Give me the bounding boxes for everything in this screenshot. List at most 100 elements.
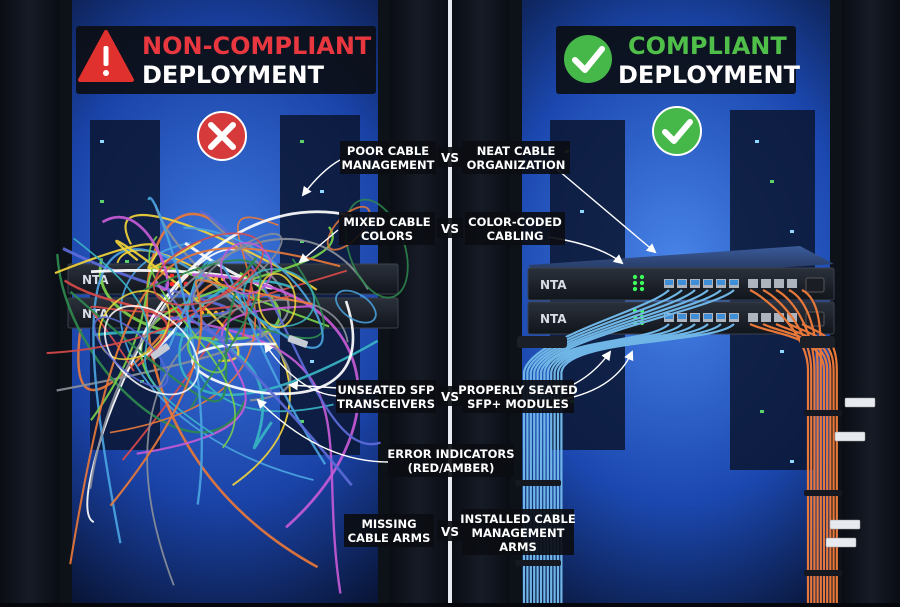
blue-fiber-cable [526, 289, 683, 603]
ok-led [632, 280, 638, 286]
cable-management-arms [517, 336, 835, 348]
blue-fiber-cable [553, 323, 709, 603]
comparison-mixed-colors: MIXED CABLE COLORS VS COLOR-CODED CABLIN… [339, 212, 565, 245]
sfp-module [678, 280, 686, 285]
ok-led [632, 274, 638, 280]
tangled-cable-loop [335, 289, 377, 324]
label-mixed-colors-2: COLORS [361, 229, 413, 243]
label-missing-arms-2: CABLE ARMS [348, 531, 431, 545]
right-device-label-2: NTA [540, 312, 567, 326]
sfp-module [717, 280, 725, 285]
blue-fiber-cable [522, 289, 670, 603]
tangled-cable [69, 247, 341, 565]
label-installed-arms-3: ARMS [499, 540, 536, 554]
tangled-cable-loop [257, 272, 297, 329]
label-poor-cable-1: POOR CABLE [347, 144, 429, 158]
rack-led [780, 350, 784, 353]
tangled-cable-loop [93, 316, 169, 388]
velcro-strap [804, 410, 842, 416]
rack-led [790, 460, 794, 463]
comparison-cable-arms: MISSING CABLE ARMS VS INSTALLED CABLE MA… [344, 509, 576, 555]
rack-led [760, 410, 764, 413]
cable-tag [834, 431, 866, 442]
tangled-cable [56, 253, 247, 434]
blue-fiber-cable [556, 323, 722, 603]
comparison-sfp: UNSEATED SFP TRANSCEIVERS VS PROPERLY SE… [336, 380, 578, 413]
blue-fiber-cable [533, 289, 709, 603]
vs-3: VS [441, 390, 459, 404]
label-error-indicators-2: (RED/AMBER) [408, 461, 495, 475]
rack-led [100, 200, 104, 203]
blue-fiber-cable [539, 289, 735, 603]
sfp-port [748, 313, 758, 322]
power-connector [805, 277, 825, 293]
sfp-module [691, 314, 699, 319]
tangled-cables [46, 196, 409, 594]
tangled-cable-loop [103, 305, 200, 396]
velcro-strap [515, 480, 561, 486]
sfp-port [761, 279, 771, 288]
tangled-cable [147, 196, 203, 505]
blue-fiber-cable [550, 323, 696, 603]
tangled-cable [46, 268, 254, 355]
vs-1: VS [441, 151, 459, 165]
sfp-module [665, 280, 673, 285]
left-title-banner: NON-COMPLIANT DEPLOYMENT [76, 26, 376, 94]
blue-fiber-cable [546, 323, 683, 603]
sfp-module [717, 314, 725, 319]
tangled-cable [77, 282, 218, 392]
orange-fiber-cable [749, 323, 826, 603]
rack-led [320, 190, 324, 193]
label-unseated-sfp-2: TRANSCEIVERS [337, 397, 435, 411]
cable-tag [829, 519, 861, 530]
label-color-coded-2: CABLING [487, 229, 544, 243]
label-installed-arms-1: INSTALLED CABLE [460, 512, 576, 526]
sfp-module [678, 314, 686, 319]
tangled-cable [146, 299, 349, 586]
tangled-cable [89, 237, 369, 489]
tangled-cable [197, 258, 325, 340]
tangled-cable-loop [153, 232, 264, 306]
rack-led [300, 420, 304, 423]
velcro-strap [804, 490, 842, 496]
ok-led [632, 286, 638, 292]
left-title-line1: NON-COMPLIANT [142, 32, 372, 60]
blue-fiber-cable [536, 289, 722, 603]
tangled-cable [199, 210, 381, 446]
rack-led [310, 360, 314, 363]
tangled-cable-loop [186, 336, 227, 374]
sfp-module [665, 314, 673, 319]
check-circle-icon [652, 106, 702, 156]
vs-2: VS [441, 222, 459, 236]
rack-led [770, 180, 774, 183]
ok-led [639, 286, 645, 292]
sfp-module [704, 314, 712, 319]
error-led [169, 281, 175, 287]
label-error-indicators-1: ERROR INDICATORS [387, 447, 514, 461]
tangled-cable-loop [220, 242, 273, 295]
label-seated-sfp-1: PROPERLY SEATED [458, 383, 577, 397]
label-installed-arms-2: MANAGEMENT [472, 526, 565, 540]
rack-led [100, 140, 104, 143]
left-title-line2: DEPLOYMENT [142, 61, 325, 89]
rack-led [300, 240, 304, 243]
orange-fiber-cable [788, 289, 819, 603]
tangled-cable [69, 256, 258, 403]
callout-error-indicators: ERROR INDICATORS (RED/AMBER) [387, 444, 515, 477]
x-circle-icon [197, 111, 247, 161]
tangled-cable [73, 237, 215, 436]
velcro-strap [515, 560, 561, 566]
sfp-module [730, 280, 738, 285]
rack-led [300, 140, 304, 143]
tangled-cable [98, 257, 281, 341]
ok-led [639, 274, 645, 280]
right-sfp-ports [664, 277, 825, 327]
comparison-poor-cable: POOR CABLE MANAGEMENT VS NEAT CABLE ORGA… [340, 141, 570, 174]
ok-led [639, 280, 645, 286]
panel-divider [448, 0, 452, 603]
sfp-port [787, 279, 797, 288]
orange-fiber-cable [762, 289, 813, 603]
sfp-port [774, 313, 784, 322]
rack-led [755, 140, 759, 143]
